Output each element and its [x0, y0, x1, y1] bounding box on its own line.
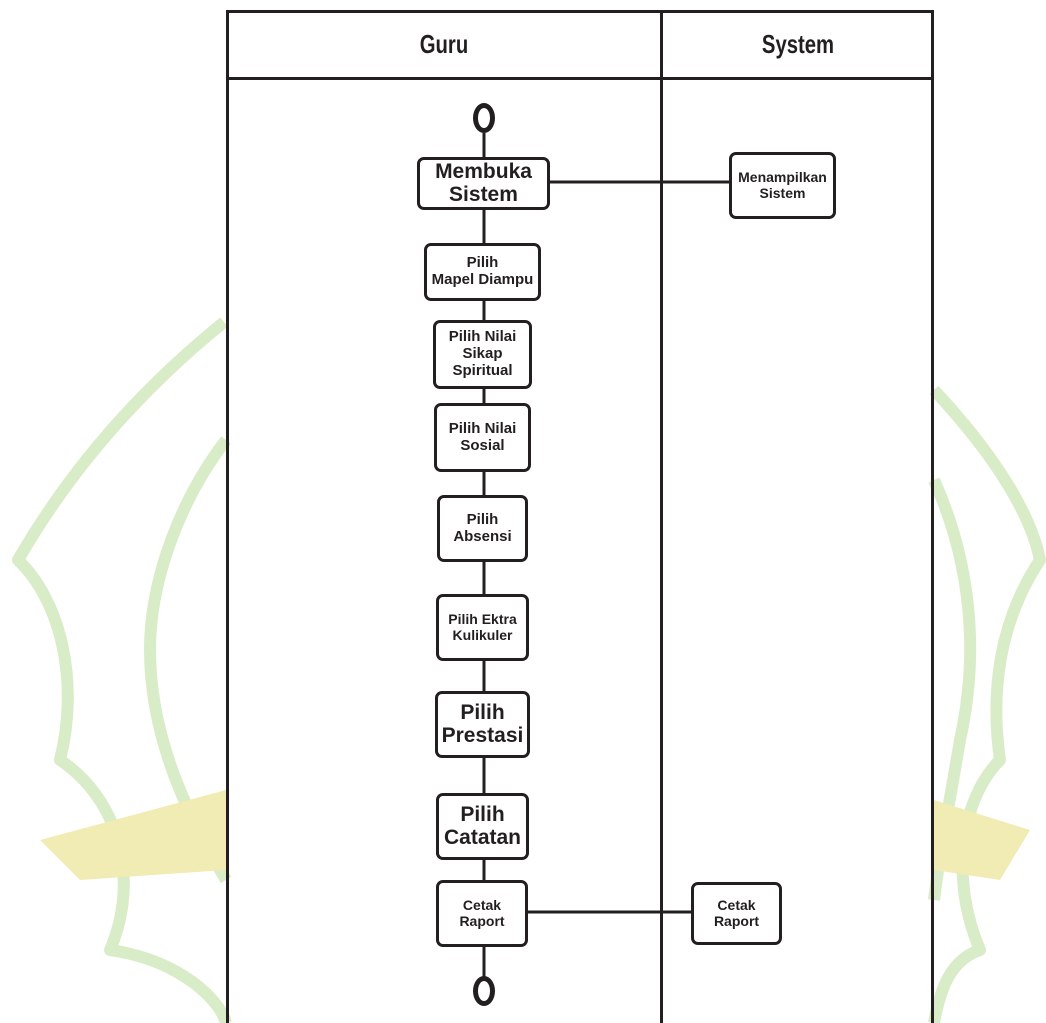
activity-pilih-nilai-sosial: Pilih Nilai Sosial: [434, 403, 531, 472]
lane-header-divider: [226, 77, 934, 80]
end-node: [473, 976, 495, 1006]
lane-divider: [660, 10, 663, 1023]
activity-menampilkan-sistem: Menampilkan Sistem: [729, 152, 836, 219]
activity-cetak-raport-system: Cetak Raport: [691, 882, 782, 945]
lane-title-guru: Guru: [419, 29, 469, 59]
emblem-right-ribbon: [934, 800, 1030, 880]
swimlane-frame: [226, 10, 934, 1023]
activity-pilih-catatan: Pilih Catatan: [436, 793, 529, 860]
activity-cetak-raport-guru: Cetak Raport: [436, 880, 528, 947]
activity-pilih-ektra: Pilih Ektra Kulikuler: [436, 594, 529, 661]
activity-pilih-absensi: Pilih Absensi: [437, 495, 528, 562]
emblem-right-arc: [928, 385, 1046, 1023]
activity-pilih-nilai-spiritual: Pilih Nilai Sikap Spiritual: [433, 320, 532, 389]
emblem-left-arc: [12, 317, 232, 1023]
activity-pilih-mapel: Pilih Mapel Diampu: [424, 243, 541, 301]
start-node: [473, 103, 495, 133]
activity-membuka-sistem: Membuka Sistem: [417, 157, 550, 210]
lane-title-system: System: [761, 29, 835, 59]
activity-pilih-prestasi: Pilih Prestasi: [435, 691, 530, 758]
emblem-left-ribbon: [40, 790, 226, 880]
